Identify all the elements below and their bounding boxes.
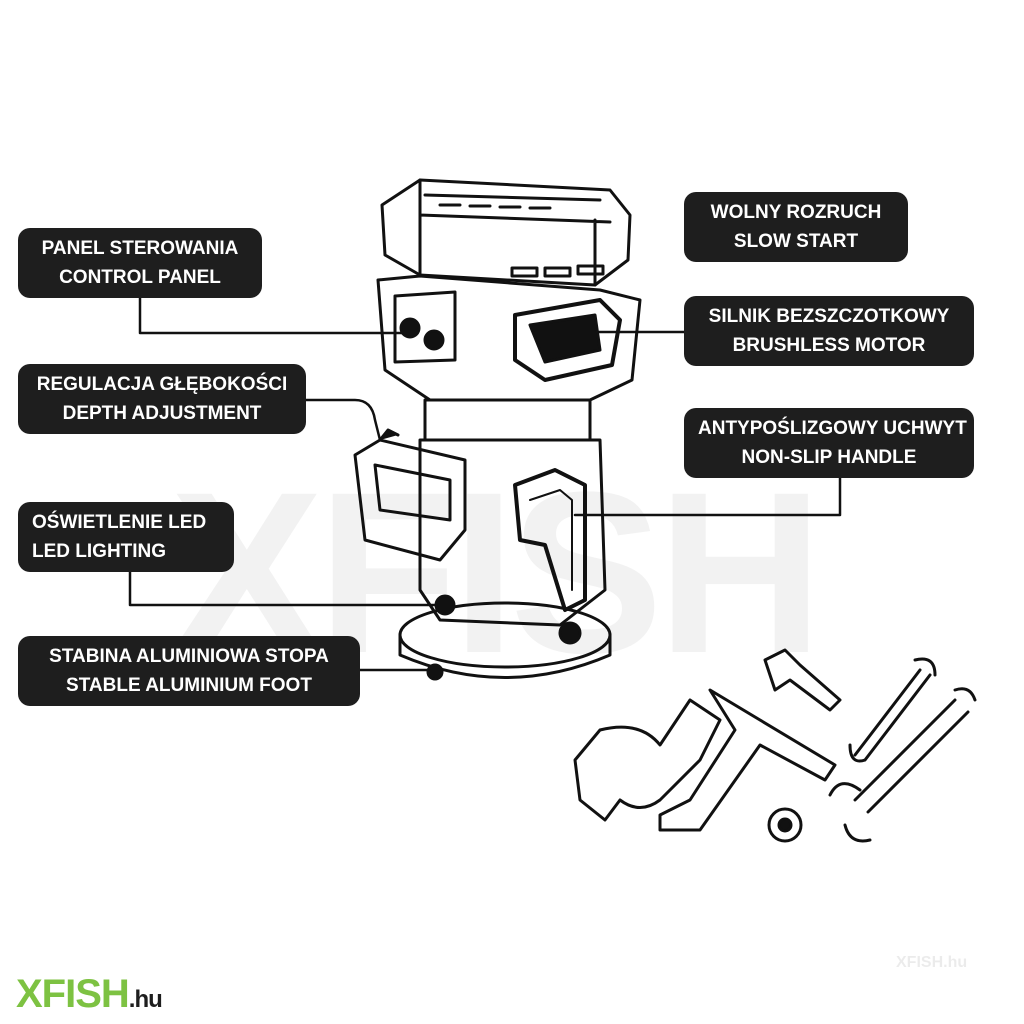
label-slow-start: WOLNY ROZRUCH SLOW START — [684, 192, 908, 262]
label-pl: REGULACJA GŁĘBOKOŚCI — [36, 374, 288, 395]
corner-watermark: XFISH.hu — [896, 954, 968, 971]
label-pl: ANTYPOŚLIZGOWY UCHWYT — [698, 418, 967, 439]
label-en: LED LIGHTING — [32, 541, 167, 562]
label-en: SLOW START — [733, 231, 859, 252]
leader-lines — [128, 296, 842, 672]
label-pl: WOLNY ROZRUCH — [710, 202, 882, 223]
label-pl: OŚWIETLENIE LED — [32, 512, 207, 533]
label-en: NON-SLIP HANDLE — [741, 447, 917, 468]
label-en: DEPTH ADJUSTMENT — [62, 403, 262, 424]
battery-mount — [380, 178, 632, 287]
logo-tld: .hu — [128, 986, 163, 1013]
handle-body — [353, 398, 607, 627]
label-non-slip-handle: ANTYPOŚLIZGOWY UCHWYT NON-SLIP HANDLE — [684, 408, 974, 478]
label-brushless-motor: SILNIK BEZSZCZOTKOWY BRUSHLESS MOTOR — [684, 296, 974, 366]
label-en: STABLE ALUMINIUM FOOT — [66, 675, 312, 696]
label-en: BRUSHLESS MOTOR — [732, 335, 926, 356]
logo-brand: XFISH — [16, 972, 130, 1016]
motor-housing — [376, 274, 642, 402]
guide-clamp — [763, 648, 842, 712]
edge-guide — [658, 688, 837, 832]
spanner-small — [848, 657, 937, 763]
brand-logo: XFISH.hu — [16, 972, 163, 1017]
label-led-lighting: OŚWIETLENIE LED LED LIGHTING — [18, 502, 234, 572]
accessories — [573, 648, 977, 843]
spanner-large — [828, 687, 977, 843]
label-pl: STABINA ALUMINIOWA STOPA — [49, 646, 329, 667]
label-aluminium-foot: STABINA ALUMINIOWA STOPA STABLE ALUMINIU… — [18, 636, 360, 706]
label-depth-adjustment: REGULACJA GŁĘBOKOŚCI DEPTH ADJUSTMENT — [18, 364, 306, 434]
label-pl: PANEL STEROWANIA — [41, 238, 239, 259]
dust-shroud — [573, 698, 722, 822]
label-pl: SILNIK BEZSZCZOTKOWY — [708, 306, 950, 327]
label-en: CONTROL PANEL — [59, 267, 221, 288]
aluminium-base — [398, 594, 612, 681]
label-control-panel: PANEL STEROWANIA CONTROL PANEL — [18, 228, 262, 298]
